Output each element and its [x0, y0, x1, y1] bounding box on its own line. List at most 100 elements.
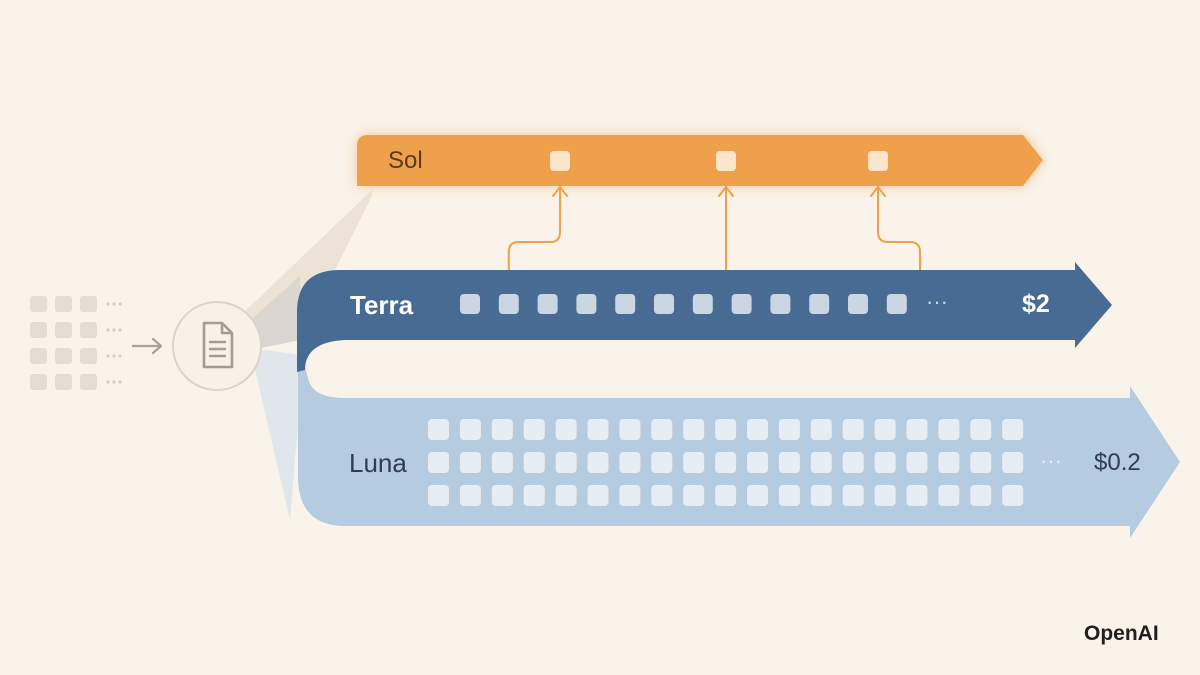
terra-token: [537, 294, 558, 314]
input-token: [30, 374, 47, 390]
terra-token: [576, 294, 597, 314]
input-dot: [118, 302, 122, 306]
luna-ellipsis: ···: [1040, 448, 1062, 473]
luna-token: [428, 419, 449, 440]
luna-token: [938, 485, 960, 506]
input-token: [80, 374, 97, 390]
luna-token: [555, 419, 577, 440]
luna-token: [874, 419, 896, 440]
luna-token: [970, 485, 992, 506]
luna-token: [1002, 419, 1024, 440]
input-dot: [112, 328, 116, 332]
document-lines: [208, 340, 227, 358]
input-token: [55, 322, 72, 338]
luna-token: [715, 452, 737, 473]
document-fold: [220, 323, 232, 335]
luna-token: [906, 419, 928, 440]
luna-token: [428, 452, 449, 473]
luna-token: [778, 485, 800, 506]
promotion-arrow: [507, 186, 561, 270]
luna-token: [459, 485, 481, 506]
input-token: [55, 296, 72, 312]
luna-token: [683, 452, 705, 473]
luna-token: [523, 452, 545, 473]
terra-token: [692, 294, 713, 314]
luna-token: [491, 485, 513, 506]
luna-token: [747, 485, 768, 506]
luna-token: [778, 419, 800, 440]
terra-token: [498, 294, 519, 314]
luna-token: [970, 419, 992, 440]
terra-token: [886, 294, 907, 314]
luna-token: [810, 419, 832, 440]
luna-token: [970, 452, 992, 473]
input-dot: [106, 302, 110, 306]
luna-lane-label: Luna: [349, 448, 407, 478]
luna-price-label: $0.2: [1094, 449, 1141, 476]
input-token: [80, 296, 97, 312]
terra-token: [731, 294, 752, 314]
luna-token: [523, 419, 545, 440]
input-dot: [112, 380, 116, 384]
terra-fan-connector: [248, 276, 300, 350]
luna-token: [619, 419, 641, 440]
luna-token: [651, 452, 673, 473]
input-token: [80, 322, 97, 338]
input-dot: [112, 354, 116, 358]
luna-token: [555, 485, 577, 506]
promotion-arrow: [877, 186, 921, 270]
input-token: [80, 348, 97, 364]
input-dot: [106, 354, 110, 358]
luna-token: [906, 452, 928, 473]
terra-ellipsis: ···: [926, 289, 948, 314]
luna-token: [715, 485, 737, 506]
luna-token: [906, 485, 928, 506]
input-token: [30, 296, 47, 312]
brand-logo-text: OpenAI: [1084, 622, 1159, 645]
luna-token: [810, 485, 832, 506]
luna-token: [874, 485, 896, 506]
input-arrowhead: [151, 337, 163, 355]
luna-lane-arrow: [298, 346, 1180, 538]
luna-token: [459, 452, 481, 473]
sol-token: [550, 151, 570, 171]
luna-token: [587, 485, 609, 506]
terra-token: [770, 294, 791, 314]
luna-token: [491, 419, 513, 440]
luna-token: [587, 452, 609, 473]
document-node: [172, 301, 262, 391]
luna-token: [619, 485, 641, 506]
input-dot: [118, 380, 122, 384]
luna-token: [1002, 452, 1024, 473]
promotion-arrowhead: [718, 186, 734, 197]
promotion-arrowhead: [552, 186, 568, 197]
luna-fan-connector: [250, 348, 300, 520]
sol-token: [868, 151, 888, 171]
luna-token: [459, 419, 481, 440]
terra-lane-label: Terra: [350, 290, 414, 320]
terra-token: [654, 294, 674, 314]
luna-token: [587, 419, 609, 440]
input-dot: [106, 380, 110, 384]
terra-token: [615, 294, 636, 314]
luna-token: [810, 452, 832, 473]
luna-token: [874, 452, 896, 473]
input-dot: [106, 328, 110, 332]
input-token: [30, 348, 47, 364]
luna-token: [619, 452, 641, 473]
terra-price-label: $2: [1022, 290, 1050, 318]
luna-token: [1002, 485, 1024, 506]
sol-lane-label: Sol: [388, 147, 423, 174]
input-token: [55, 348, 72, 364]
document-icon: [202, 321, 234, 369]
luna-token: [491, 452, 513, 473]
luna-token: [651, 485, 673, 506]
promotion-arrowhead: [870, 186, 886, 197]
terra-token: [809, 294, 830, 314]
luna-token: [938, 452, 960, 473]
luna-token: [428, 485, 449, 506]
terra-token: [460, 294, 480, 314]
luna-token: [523, 485, 545, 506]
